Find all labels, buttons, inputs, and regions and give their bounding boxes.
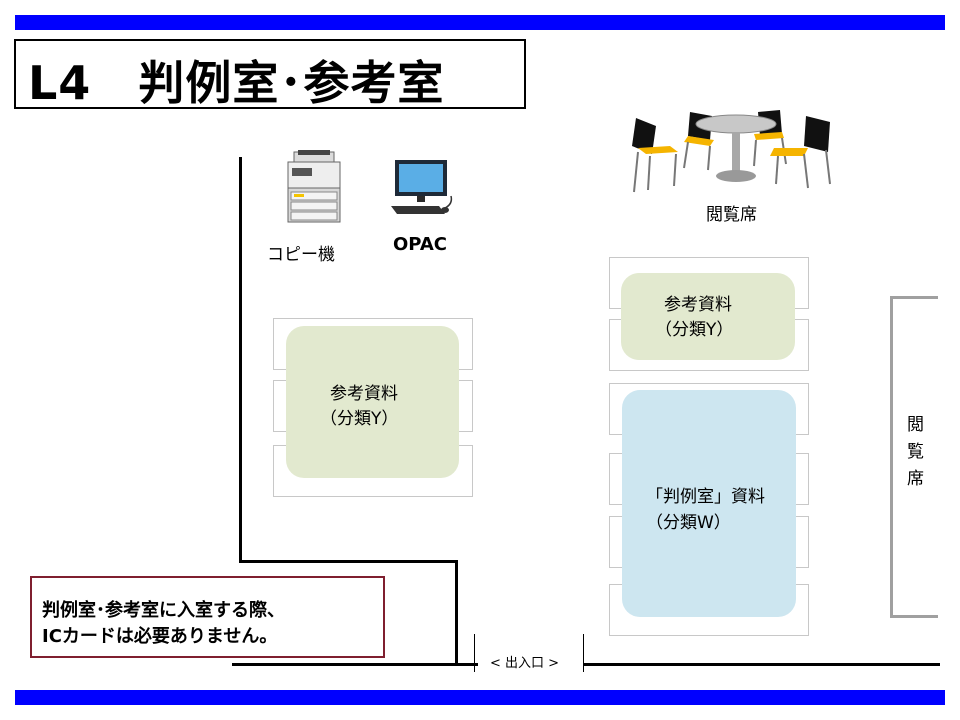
reference-zone-left xyxy=(286,326,459,478)
notice-line-1: 判例室･参考室に入室する際、 xyxy=(42,600,285,621)
side-reading-char: 席 xyxy=(907,469,924,489)
copier-icon xyxy=(284,150,344,228)
footer-bar xyxy=(15,690,945,705)
side-reading-char: 閲 xyxy=(907,415,924,435)
entrance-marker-right xyxy=(583,634,584,672)
case-law-zone-title: 「判例室」資料 xyxy=(646,487,765,507)
left-wall xyxy=(239,157,242,563)
title-box: L4 判例室･参考室 xyxy=(14,39,526,110)
reference-zone-right-class: （分類Y） xyxy=(655,320,734,340)
reference-zone-left-title: 参考資料 xyxy=(330,384,398,404)
reference-zone-right xyxy=(621,273,795,360)
entrance-marker-left xyxy=(474,634,475,672)
notice-box: 判例室･参考室に入室する際、 ICカードは必要ありません。 xyxy=(30,576,385,658)
side-reading-area xyxy=(890,296,938,618)
page-title: L4 判例室･参考室 xyxy=(28,56,445,110)
reading-table-label: 閲覧席 xyxy=(706,205,757,225)
computer-terminal-icon xyxy=(389,158,459,224)
notice-line-2: ICカードは必要ありません。 xyxy=(42,626,278,647)
copier-label: コピー機 xyxy=(267,245,335,265)
reference-zone-left-class: （分類Y） xyxy=(320,409,399,429)
case-law-zone-class: （分類W） xyxy=(646,513,731,533)
entrance-label: < 出入口 > xyxy=(490,656,560,671)
bottom-wall-left xyxy=(232,663,478,666)
header-bar xyxy=(15,15,945,30)
opac-label: OPAC xyxy=(393,234,447,255)
case-law-zone xyxy=(622,390,796,617)
inner-wall-post xyxy=(455,560,458,666)
reference-zone-right-title: 参考資料 xyxy=(664,295,732,315)
bottom-wall-right xyxy=(584,663,940,666)
side-reading-label: 閲 覧 席 xyxy=(907,412,927,493)
side-reading-char: 覧 xyxy=(907,442,924,462)
reading-table-icon xyxy=(628,104,838,200)
inner-wall xyxy=(239,560,457,563)
